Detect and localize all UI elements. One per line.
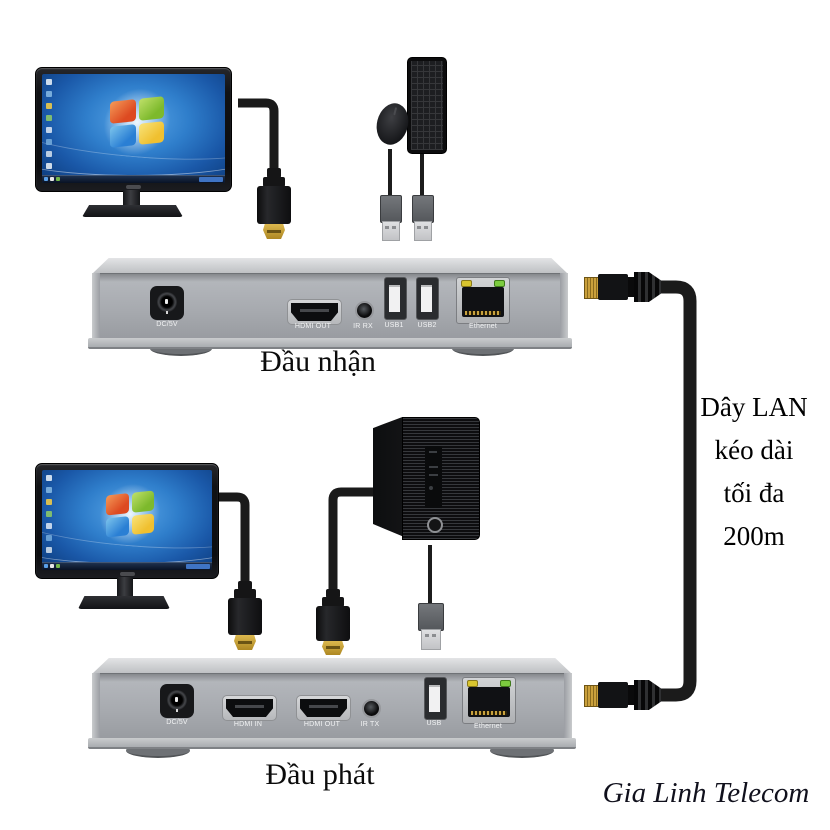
- receiver-edge: [560, 273, 568, 339]
- receiver-dc-port: [150, 286, 184, 320]
- transmitter-top-bevel: [92, 658, 572, 674]
- tower-io-strip: [425, 446, 442, 508]
- port-label-hdmi-in: HDMI IN: [233, 721, 263, 728]
- hdmi-cable-tower: [328, 487, 380, 610]
- lan-note: Dây LAN kéo dài tối đa 200m: [688, 392, 820, 551]
- transmitter-caption: Đầu phát: [265, 758, 375, 791]
- hp-logo-icon: [427, 517, 443, 533]
- lan-note-line2: kéo dài: [714, 435, 794, 465]
- receiver-bottom-bevel: [88, 338, 572, 349]
- taskbar: [42, 562, 212, 570]
- pc-tower: [373, 417, 480, 540]
- tower-front-panel: [402, 417, 480, 540]
- transmitter-dc-port: [160, 684, 194, 718]
- monitor-bottom-stand-neck: [117, 577, 133, 598]
- usb-plug-icon: [418, 603, 444, 631]
- hdmi-plug-strain: [238, 581, 252, 590]
- usb-plug-icon: [380, 195, 402, 223]
- receiver-usb1-port: [384, 277, 407, 320]
- desktop-icons: [46, 79, 52, 169]
- hdmi-plug-tip: [234, 635, 256, 650]
- lan-note-line3: tối đa: [723, 478, 785, 508]
- monitor-bottom-screen: [42, 470, 212, 570]
- hdmi-plug-icon: [228, 598, 262, 635]
- receiver-edge: [92, 273, 100, 339]
- transmitter-edge: [564, 673, 572, 739]
- receiver-ir-rx-port: [355, 301, 374, 320]
- system-tray: [199, 177, 223, 182]
- taskbar: [42, 175, 225, 183]
- port-label-usb1: USB1: [384, 322, 404, 329]
- transmitter-ethernet-port: [462, 677, 516, 724]
- port-label-dc: DC/5V: [156, 321, 178, 328]
- hdmi-plug-strain: [322, 597, 344, 607]
- receiver-caption: Đầu nhận: [260, 345, 376, 378]
- hdmi-cable-top: [238, 98, 279, 176]
- hdmi-plug-tip: [263, 224, 285, 239]
- transmitter-ir-tx-port: [362, 699, 381, 718]
- hdmi-plug-strain: [263, 177, 285, 187]
- lan-note-line1: Dây LAN: [700, 392, 808, 422]
- monitor-bottom: [35, 463, 219, 579]
- hdmi-plug-strain: [234, 589, 256, 599]
- watermark: Gia Linh Telecom: [602, 777, 810, 809]
- port-label-ir-rx: IR RX: [353, 323, 373, 330]
- tower-side-panel: [373, 417, 403, 537]
- transmitter-edge: [92, 673, 100, 739]
- port-label-dc: DC/5V: [166, 719, 188, 726]
- system-tray: [186, 564, 210, 569]
- lan-note-line4: 200m: [723, 521, 785, 551]
- hdmi-cable-monitor2: [214, 492, 250, 602]
- hdmi-plug-tip: [322, 641, 344, 655]
- monitor-brand-logo: [120, 572, 135, 576]
- ethernet-led-green: [500, 680, 511, 687]
- monitor-top-stand-neck: [123, 190, 140, 207]
- port-label-hdmi-out: HDMI OUT: [303, 721, 341, 728]
- transmitter-bottom-bevel: [88, 738, 576, 749]
- hdmi-plug-strain: [326, 589, 340, 598]
- ethernet-led-green: [494, 280, 505, 287]
- ethernet-led-yellow: [461, 280, 472, 287]
- port-label-usb: USB: [426, 720, 442, 727]
- rj45-plug-icon: [584, 271, 664, 303]
- port-label-ir-tx: IR TX: [360, 721, 380, 728]
- keyboard: [407, 57, 447, 154]
- hdmi-plug-icon: [257, 186, 291, 224]
- usb-plug-tip: [421, 629, 441, 650]
- receiver-ethernet-port: [456, 277, 510, 324]
- hdmi-plug-icon: [316, 606, 350, 641]
- transmitter-hdmi-out-port: [296, 695, 351, 721]
- monitor-top-stand-base: [82, 205, 183, 217]
- windows-logo-icon: [98, 84, 177, 160]
- monitor-top-screen: [42, 74, 225, 183]
- ethernet-led-yellow: [467, 680, 478, 687]
- hdmi-plug-strain: [267, 168, 281, 178]
- lan-cable: [660, 280, 697, 702]
- receiver-usb2-port: [416, 277, 439, 320]
- port-label-usb2: USB2: [417, 322, 437, 329]
- rj45-plug-icon: [584, 679, 664, 711]
- receiver-hdmi-out-port: [287, 299, 342, 325]
- monitor-bottom-stand-base: [78, 596, 170, 609]
- keyboard-keys: [411, 61, 443, 150]
- usb-plug-tip: [382, 221, 400, 241]
- usb-plug-tip: [414, 221, 432, 241]
- mouse-scroll: [393, 107, 398, 116]
- monitor-top: [35, 67, 232, 192]
- port-label-hdmi-out: HDMI OUT: [294, 323, 332, 330]
- port-label-ethernet: Ethernet: [468, 323, 498, 330]
- desktop-icons: [46, 475, 52, 553]
- usb-plug-icon: [412, 195, 434, 223]
- transmitter-usb-port: [424, 677, 447, 720]
- monitor-brand-logo: [126, 185, 141, 189]
- receiver-top-bevel: [92, 258, 568, 274]
- windows-logo-icon: [95, 480, 165, 548]
- port-label-ethernet: Ethernet: [473, 723, 503, 730]
- transmitter-hdmi-in-port: [222, 695, 277, 721]
